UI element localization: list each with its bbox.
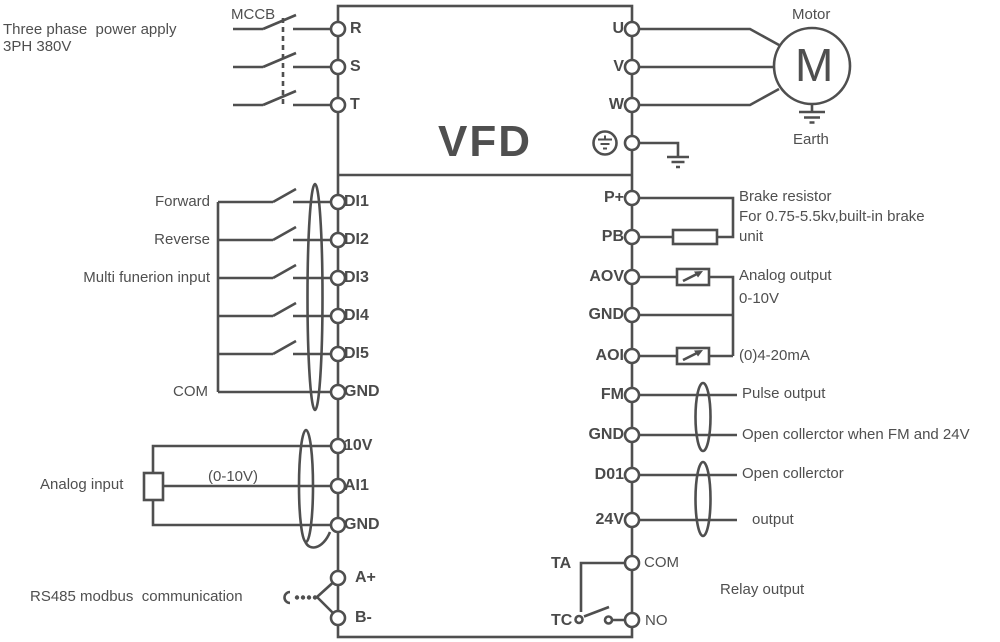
brake-resistor-label-line2: For 0.75-5.5kv,built-in brake (739, 208, 925, 225)
terminal-di4: DI4 (344, 307, 369, 324)
terminal-pb: PB (601, 228, 624, 245)
cable-shield-ellipse (694, 381, 712, 453)
terminal-w: W (608, 96, 624, 113)
terminal-b-minus: B- (355, 609, 372, 626)
resistor-symbol (671, 228, 719, 246)
digital-input-wiring (216, 182, 338, 412)
terminal-di2: DI2 (344, 231, 369, 248)
reverse-label: Reverse (154, 231, 210, 248)
open-collector-label-line2: Open collerctor (742, 465, 844, 482)
brake-resistor-label-line1: Brake resistor (739, 188, 832, 205)
supply-label-line2: 3PH 380V (3, 38, 72, 55)
motor-earth-symbol (799, 104, 825, 124)
terminal-gnd-di: GND (344, 383, 380, 400)
forward-label: Forward (154, 193, 210, 210)
supply-label-line1: Three phase power apply (3, 21, 177, 38)
cable-shield-ellipse (306, 182, 324, 412)
motor-wiring (632, 26, 852, 124)
terminal-r: R (350, 20, 362, 37)
open-collector-label-line3: output (752, 511, 794, 528)
analog-input-wiring (142, 428, 338, 549)
current-range-label: (0)4-20mA (739, 347, 810, 364)
terminal-aoi: AOI (595, 347, 624, 364)
terminal-s: S (350, 58, 361, 75)
pulse-output-label: Pulse output (742, 385, 826, 402)
terminal-v: V (613, 58, 624, 75)
open-collector-wiring (632, 460, 737, 538)
relay-com-label: COM (644, 554, 679, 571)
rs485-label: RS485 modbus communication (30, 588, 243, 605)
terminal-gnd-ai: GND (344, 516, 380, 533)
terminal-di1: DI1 (344, 193, 369, 210)
analog-output-label-line1: Analog output (739, 267, 832, 284)
open-collector-label-line1: Open collerctor when FM and 24V (742, 426, 970, 443)
shield-drain-wire (303, 531, 332, 549)
terminal-aov: AOV (589, 268, 624, 285)
analog-input-label: Analog input (40, 476, 124, 493)
terminal-10v: 10V (344, 437, 373, 454)
terminal-a-plus: A+ (355, 569, 376, 586)
brake-resistor-wiring (632, 196, 735, 246)
rs485-wiring (283, 577, 339, 619)
terminal-gnd-fm: GND (588, 426, 624, 443)
vfd-title: VFD (438, 117, 532, 166)
com-label: COM (173, 383, 208, 400)
terminal-ta: TA (551, 555, 572, 572)
pe-symbol (592, 130, 618, 156)
analog-output-label-line2: 0-10V (739, 290, 780, 307)
terminal-fm: FM (600, 386, 624, 403)
terminal-gnd-aov: GND (588, 306, 624, 323)
potentiometer-symbol (142, 471, 165, 502)
mccb-label: MCCB (231, 6, 276, 23)
twisted-pair-dots (294, 595, 318, 600)
multi-function-label: Multi funerion input (83, 269, 210, 286)
terminal-d01: D01 (594, 466, 624, 483)
analog-range-label: (0-10V) (208, 468, 259, 485)
earth-label: Earth (793, 131, 829, 148)
terminal-tc: TC (551, 612, 573, 629)
terminal-p-plus: P+ (603, 189, 624, 206)
analog-output-wiring (632, 267, 735, 366)
brake-resistor-label-line3: unit (739, 228, 764, 245)
motor-m-symbol: M (795, 39, 834, 91)
left-terminal-circles (329, 20, 347, 627)
terminal-ai1: AI1 (344, 477, 369, 494)
earth-wiring (592, 130, 689, 169)
relay-wiring (574, 561, 632, 625)
relay-output-label: Relay output (720, 581, 805, 598)
cable-shield-ellipse (694, 460, 712, 538)
pulse-output-wiring (632, 381, 737, 453)
terminal-24v: 24V (595, 511, 624, 528)
motor-label: Motor (792, 6, 831, 23)
relay-no-label: NO (645, 612, 668, 629)
terminal-u: U (612, 20, 624, 37)
mccb-breaker (233, 13, 338, 107)
right-terminal-circles (623, 20, 641, 629)
terminal-di5: DI5 (344, 345, 369, 362)
terminal-di3: DI3 (344, 269, 369, 286)
terminal-t: T (350, 96, 360, 113)
